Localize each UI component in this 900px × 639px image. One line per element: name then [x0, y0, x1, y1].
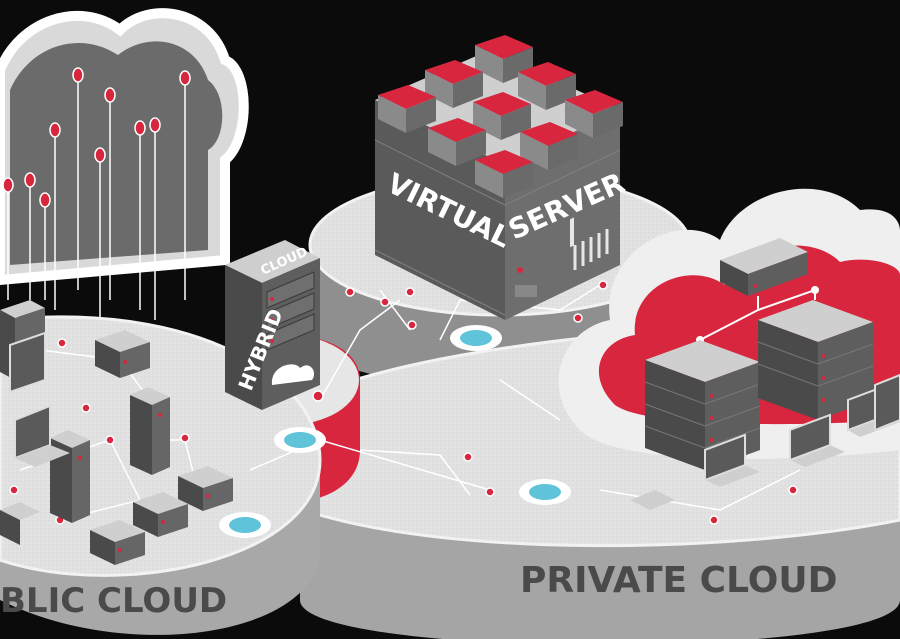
private-cloud-label: PRIVATE CLOUD — [520, 560, 837, 601]
public-cloud-label: BLIC CLOUD — [0, 581, 227, 621]
hybrid-cloud-tower: HYBRID CLOUD — [225, 240, 320, 410]
public-cloud-devices — [0, 300, 233, 565]
public-cloud-shape — [0, 8, 249, 286]
network-hubs — [219, 325, 571, 538]
public-cloud-pins — [2, 67, 191, 320]
virtual-machine-cubes — [378, 35, 623, 198]
private-cloud-devices — [630, 238, 900, 510]
